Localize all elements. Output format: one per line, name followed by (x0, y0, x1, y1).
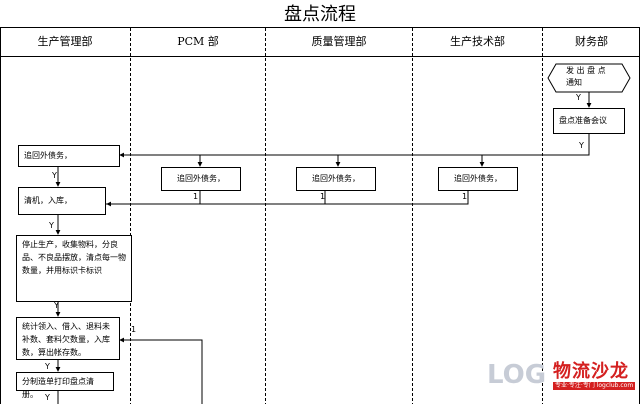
label-y-notice: Y (576, 93, 581, 102)
node-stop-production: 停止生产，收集物料，分良品、不良品摆放，清点每一物数量，并用标识卡标识 (16, 235, 132, 302)
label-y-meeting: Y (579, 141, 584, 150)
logo-sub-text: 专业·专注·专门 logclub.com (553, 382, 636, 390)
lane-header-production: 生产管理部 (37, 35, 93, 48)
label-y-recover: Y (52, 171, 57, 180)
node-recover-quality: 追回外债务， (296, 167, 376, 191)
node-prep-meeting: 盘点准备会议 (553, 108, 625, 134)
chart-title: 盘点流程 (284, 4, 356, 25)
node-recover-production: 追回外债务， (18, 145, 120, 167)
node-tally: 统计领入、借入、退料未补数、套料欠数量，入库数，算出帐存数。 (16, 317, 120, 360)
lane-header-tech: 生产技术部 (450, 35, 505, 48)
node-print-list: 分制造单打印盘点清册。 (16, 372, 114, 399)
logo-cn-text: 物流沙龙 (553, 361, 629, 382)
logo-log-text: LOG (487, 360, 547, 390)
node-issue-notice: 发 出 盘 点 通知 (566, 66, 606, 87)
label-1-quality: 1 (320, 192, 326, 201)
lane-header-quality: 质量管理部 (311, 35, 367, 48)
lane-header-pcm: PCM 部 (177, 35, 219, 48)
label-y-print: Y (45, 393, 50, 402)
label-1-loop: 1 (131, 325, 137, 334)
node-clear-stock: 清机，入库， (18, 187, 106, 215)
label-y-stop: Y (54, 301, 59, 310)
node-recover-pcm: 追回外债务， (161, 167, 241, 191)
label-y-tally: Y (45, 362, 50, 371)
label-y-clear: Y (49, 221, 54, 230)
lane-header-finance: 财务部 (575, 35, 608, 48)
edge-tech-return (325, 191, 469, 205)
edge-pcm-return (106, 191, 201, 205)
node-recover-tech: 追回外债务， (438, 167, 518, 191)
label-1-pcm: 1 (193, 192, 199, 201)
edge-loop-back (119, 337, 203, 404)
logclub-logo: LOG 物流沙龙 专业·专注·专门 logclub.com (487, 356, 637, 396)
edge-meeting-to-recover-prod (119, 134, 590, 158)
edge-qa-return (200, 191, 326, 205)
label-1-tech: 1 (462, 192, 468, 201)
node-issue-notice-shape (547, 63, 631, 93)
